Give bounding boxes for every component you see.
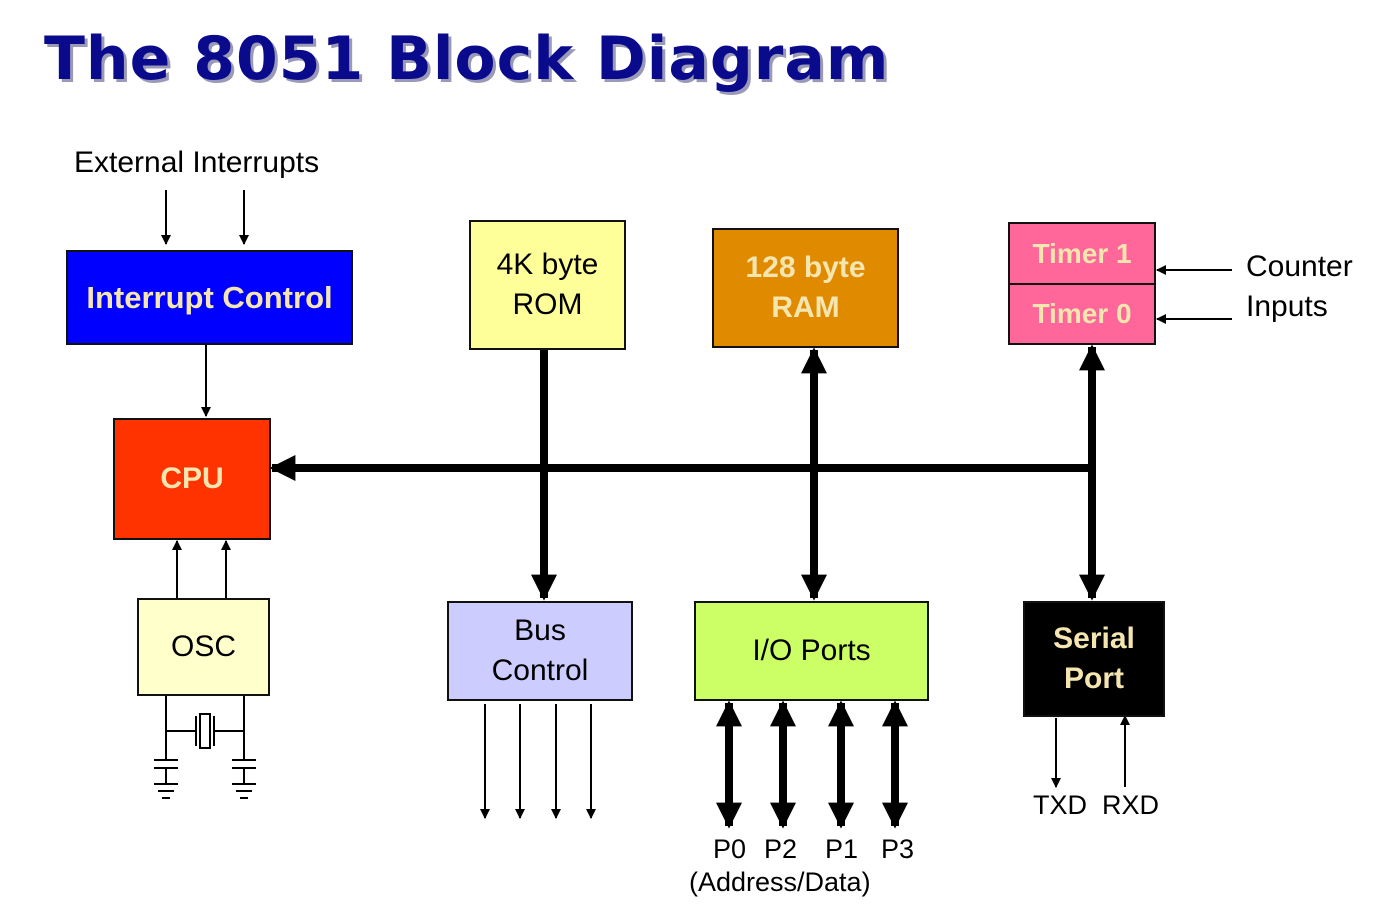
ram-block: 128 byte RAM <box>712 228 899 348</box>
rom-label: ROM <box>512 288 583 321</box>
inputs-label: Inputs <box>1246 290 1328 323</box>
interrupt-control-label: Interrupt Control <box>86 279 333 315</box>
ram-label: RAM <box>771 291 840 324</box>
port-p1-label: P1 <box>825 834 859 864</box>
ram-size-label: 128 byte <box>745 251 866 284</box>
txd-label: TXD <box>1033 790 1087 820</box>
cpu-block: CPU <box>113 418 271 540</box>
address-data-label: (Address/Data) <box>689 867 871 897</box>
io-ports-label: I/O Ports <box>752 634 871 667</box>
counter-label: Counter <box>1246 250 1353 283</box>
bus-label: Bus <box>514 614 566 647</box>
port-p3-label: P3 <box>881 834 915 864</box>
bus-control-block: Bus Control <box>447 601 633 701</box>
rom-size-label: 4K byte <box>496 248 599 281</box>
osc-block: OSC <box>137 598 270 696</box>
cpu-label: CPU <box>160 462 224 495</box>
rxd-label: RXD <box>1102 790 1160 820</box>
crystal-circuit <box>154 695 256 799</box>
interrupt-control-block: Interrupt Control <box>66 250 353 345</box>
rom-block: 4K byte ROM <box>469 220 626 350</box>
osc-label: OSC <box>170 630 236 663</box>
timer0-block: Timer 0 <box>1008 283 1156 345</box>
external-interrupts-label: External Interrupts <box>74 146 320 179</box>
page-title: The 8051 Block Diagram <box>44 24 890 94</box>
io-ports-block: I/O Ports <box>694 601 929 701</box>
port-p2-label: P2 <box>764 834 798 864</box>
control-label: Control <box>491 654 589 687</box>
port-label: Port <box>1064 662 1124 695</box>
timer0-label: Timer 0 <box>1032 298 1132 329</box>
timer1-block: Timer 1 <box>1008 222 1156 285</box>
port-p0-label: P0 <box>713 834 747 864</box>
serial-port-block: Serial Port <box>1023 601 1165 717</box>
timer1-label: Timer 1 <box>1032 237 1132 269</box>
serial-label: Serial <box>1053 622 1135 655</box>
